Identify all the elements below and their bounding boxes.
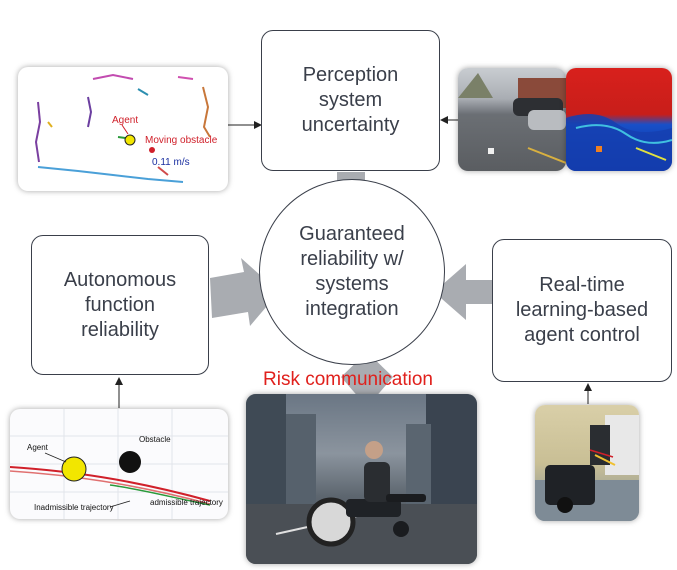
trajectory-inadmissible-label: Inadmissible trajectory bbox=[34, 503, 114, 512]
trajectory-agent-label: Agent bbox=[27, 443, 49, 452]
autonomous-box: Autonomous function reliability bbox=[31, 235, 209, 375]
lidar-agent-label: Agent bbox=[112, 115, 138, 126]
heatmap-overlay bbox=[566, 114, 672, 171]
trajectory-plot: Agent Obstacle Inadmissible trajectory a… bbox=[10, 409, 228, 519]
parking-lot-scene bbox=[458, 73, 566, 164]
trajectory-obstacle-label: Obstacle bbox=[139, 435, 171, 444]
perception-box: Perception system uncertainty bbox=[261, 30, 440, 171]
agent-label-pointer bbox=[44, 452, 67, 463]
lidar-scan-image: Agent Moving obstacle 0.11 m/s bbox=[18, 67, 228, 191]
lidar-agent-marker bbox=[124, 134, 136, 146]
trajectory-curve-2 bbox=[10, 470, 211, 505]
connector-parking-head bbox=[440, 116, 448, 124]
realtime-box: Real-time learning-based agent control bbox=[492, 239, 672, 382]
arrow-up-diamond bbox=[341, 352, 393, 407]
arrow-right-to-center bbox=[210, 258, 279, 326]
office-wheelchair-photo bbox=[535, 405, 639, 521]
city-wheelchair-image bbox=[246, 394, 477, 564]
trajectory-obstacle-circle bbox=[119, 451, 141, 473]
trajectory-admissible-label: admissible trajectory bbox=[150, 498, 223, 507]
trajectory-curve bbox=[10, 466, 211, 502]
perception-heatmap bbox=[566, 68, 672, 171]
connector-wheelchair-head bbox=[584, 383, 592, 391]
city-scene bbox=[246, 394, 477, 564]
lidar-points bbox=[34, 73, 211, 183]
trajectory-admissible-line bbox=[109, 484, 211, 506]
inadmissible-pointer bbox=[109, 500, 131, 508]
arrow-left-to-center bbox=[434, 264, 492, 320]
center-circle: Guaranteed reliability w/ systems integr… bbox=[259, 179, 445, 365]
lidar-speed-label: 0.11 m/s bbox=[152, 157, 190, 168]
parking-lot-photo bbox=[458, 68, 566, 171]
trajectory-grid bbox=[10, 409, 228, 519]
office-scene bbox=[535, 415, 639, 521]
wheelchair-wheel bbox=[306, 497, 356, 547]
trajectory-agent-circle bbox=[61, 456, 87, 482]
risk-communication-label: Risk communication bbox=[263, 369, 433, 390]
lidar-agent-pointer bbox=[121, 124, 129, 135]
connector-lidar-head bbox=[254, 121, 262, 129]
lidar-obstacle-marker bbox=[149, 147, 155, 153]
lidar-moving-obstacle-label: Moving obstacle bbox=[145, 135, 218, 146]
lidar-scan-plot: Agent Moving obstacle 0.11 m/s bbox=[34, 73, 218, 183]
trajectory-diagram: Agent Obstacle Inadmissible trajectory a… bbox=[10, 409, 228, 519]
connector-trajectory-head bbox=[115, 377, 123, 385]
